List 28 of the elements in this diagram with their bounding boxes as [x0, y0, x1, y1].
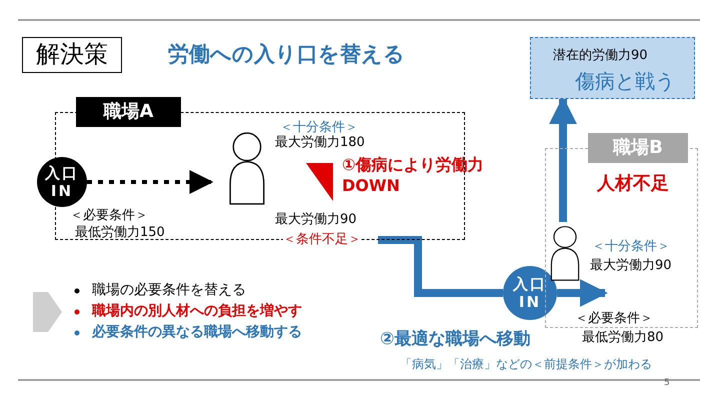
heading-box: 解決策	[22, 37, 122, 73]
page-number: 5	[664, 378, 670, 388]
condition-text: ＜十分条件＞	[592, 237, 670, 255]
entrance-circle: 入口 IN	[503, 266, 557, 320]
condition-text: 最大労働力90	[590, 256, 672, 274]
workplace-label: 職場A	[76, 97, 181, 127]
goal-text: 傷病と戦う	[575, 68, 675, 95]
condition-text: 最大労働力90	[275, 210, 357, 228]
slide-title: 労働への入り口を替える	[168, 41, 405, 68]
shortage-text: 人材不足	[597, 172, 669, 195]
bullet-item: 職場内の別人材への負担を増やす	[92, 302, 302, 320]
condition-text: ＜必要条件＞	[575, 310, 653, 327]
condition-text: ＜条件不足＞	[283, 230, 361, 248]
bullet-item: 職場の必要条件を替える	[92, 281, 246, 299]
cause-text: ①傷病により労働力 DOWN	[342, 155, 485, 197]
condition-text: 最大労働力180	[275, 133, 365, 151]
step-text: ②最適な職場へ移動	[380, 328, 530, 350]
condition-text: 最低労働力150	[75, 224, 165, 241]
note-text: 「病気」「治療」などの＜前提条件＞が加わる	[400, 356, 652, 373]
arrow	[87, 170, 214, 194]
entrance-circle: 入口 IN	[37, 157, 87, 207]
connector-line	[378, 236, 503, 297]
bullet-item: 必要条件の異なる職場へ移動する	[92, 323, 302, 341]
potential-text: 潜在的労働力90	[553, 47, 648, 64]
workplace-label: 職場B	[588, 133, 688, 163]
condition-text: 最低労働力80	[582, 329, 664, 346]
condition-text: ＜必要条件＞	[70, 207, 148, 224]
arrow	[557, 279, 608, 307]
